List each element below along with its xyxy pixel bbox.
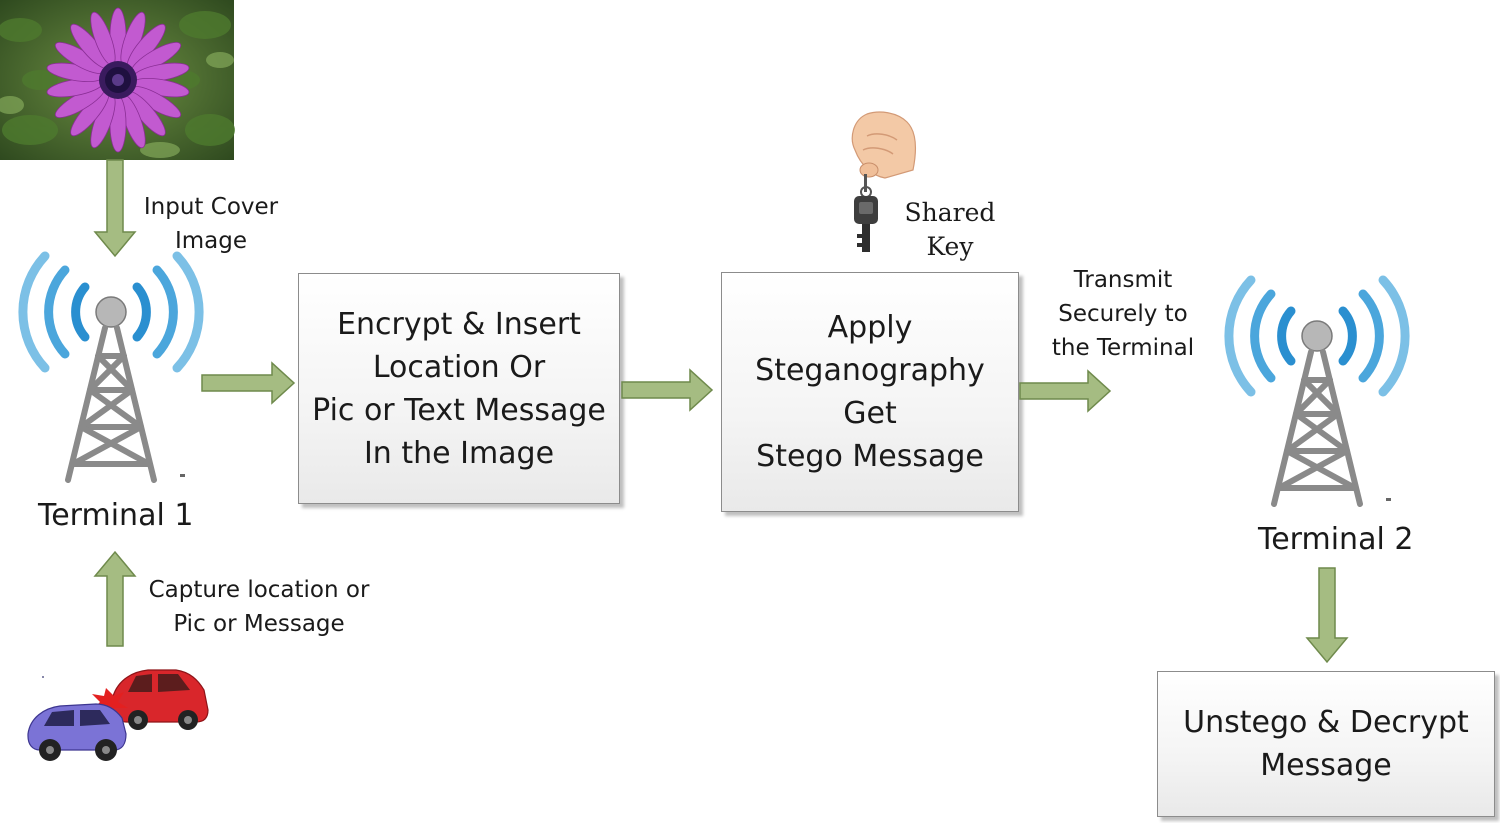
arrow-down-cover (93, 159, 137, 258)
car-accident-image (27, 669, 209, 761)
arrow-right-transmit (1019, 369, 1112, 413)
arrow-right-encrypt (201, 361, 296, 405)
apply-steganography-box: Apply Steganography Get Stego Message (721, 272, 1019, 512)
caption-shared-key: Shared Key (904, 198, 996, 261)
terminal-1-label: Terminal 1 (38, 498, 194, 533)
unstego-decrypt-box: Unstego & Decrypt Message (1157, 671, 1495, 817)
caption-capture: Capture location or Pic or Message (148, 577, 370, 637)
hand-holding-key-image (851, 111, 917, 252)
caption-transmit: Transmit Securely to the Terminal (1051, 267, 1195, 361)
arrow-right-stego (621, 368, 714, 412)
radio-tower-icon (1224, 275, 1410, 507)
arrow-down-unstego (1305, 567, 1349, 664)
caption-input-cover: Input Cover Image (143, 194, 279, 254)
flower-image (0, 0, 235, 160)
radio-tower-icon (18, 251, 204, 483)
arrow-up-capture (93, 550, 137, 647)
encrypt-insert-box: Encrypt & Insert Location Or Pic or Text… (298, 273, 620, 504)
terminal-2-label: Terminal 2 (1258, 522, 1414, 557)
